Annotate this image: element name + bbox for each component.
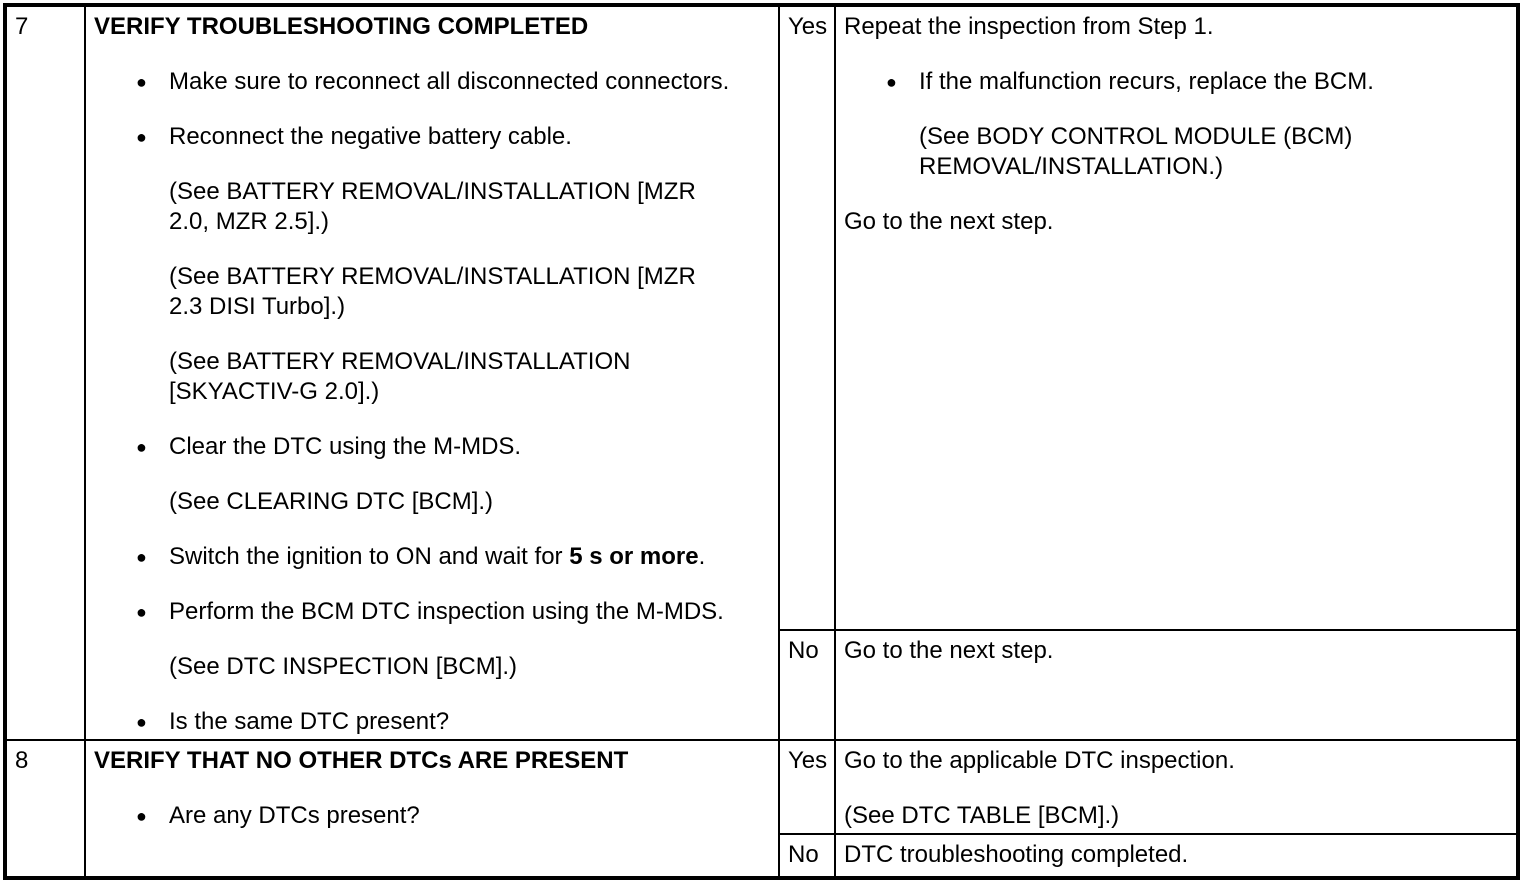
step-number-text: 7 [15, 13, 29, 40]
step8-no-action-cell: DTC troubleshooting completed. [834, 833, 1519, 879]
see-reference: (See BODY CONTROL MODULE (BCM) REMOVAL/I… [919, 123, 1353, 180]
no-label: No [788, 841, 819, 868]
procedure-item-text: Switch the ignition to ON and wait for [169, 543, 570, 570]
step-number-text: 8 [15, 747, 29, 774]
result-label-cell: No [778, 629, 836, 741]
table-row-step7-no: No Go to the next step. [5, 629, 1519, 741]
procedure-item: Perform the BCM DTC inspection using the… [136, 597, 770, 627]
step7-yes-action-cell: Repeat the inspection from Step 1. If th… [834, 4, 1519, 631]
see-reference: (See BATTERY REMOVAL/INSTALLATION [MZR 2… [169, 263, 696, 320]
procedure-item-bold: 5 s or more [569, 543, 699, 570]
procedure-item-suffix: . [698, 543, 706, 570]
see-reference: (See BATTERY REMOVAL/INSTALLATION [MZR 2… [169, 178, 696, 235]
see-reference: (See BATTERY REMOVAL/INSTALLATION [SKYAC… [169, 348, 631, 405]
see-reference: (See CLEARING DTC [BCM].) [169, 488, 494, 515]
procedure-item: Clear the DTC using the M-MDS. [136, 432, 770, 462]
see-reference: (See DTC INSPECTION [BCM].) [169, 653, 518, 680]
step7-no-action-cell: Go to the next step. [834, 629, 1519, 741]
step7-inspection-cell: VERIFY TROUBLESHOOTING COMPLETED Make su… [84, 4, 780, 741]
procedure-item: Switch the ignition to ON and wait for 5… [136, 542, 770, 572]
yes-label: Yes [788, 747, 828, 774]
troubleshooting-table: 7 VERIFY TROUBLESHOOTING COMPLETED Make … [3, 3, 1520, 880]
no-label: No [788, 637, 819, 664]
step-title: VERIFY THAT NO OTHER DTCs ARE PRESENT [94, 747, 629, 774]
see-reference: (See DTC TABLE [BCM].) [844, 802, 1120, 829]
table-row-step8-yes: 8 VERIFY THAT NO OTHER DTCs ARE PRESENT … [4, 739, 1519, 879]
step-number: 7 [4, 4, 86, 741]
procedure-item: Reconnect the negative battery cable. [136, 122, 770, 152]
step-title: VERIFY TROUBLESHOOTING COMPLETED [94, 13, 589, 40]
action-text: Go to the applicable DTC inspection. [844, 747, 1235, 774]
table-row-step7-yes: 7 VERIFY TROUBLESHOOTING COMPLETED Make … [4, 4, 1519, 741]
action-text: Go to the next step. [844, 637, 1054, 664]
procedure-item: Make sure to reconnect all disconnected … [136, 67, 770, 97]
table-row-step8-no: No DTC troubleshooting completed. [5, 833, 1519, 879]
yes-label: Yes [788, 13, 828, 40]
result-label-cell: Yes [778, 4, 836, 631]
step-number: 8 [4, 739, 86, 879]
procedure-question: Are any DTCs present? [136, 801, 770, 831]
action-bullet: If the malfunction recurs, replace the B… [886, 67, 1508, 97]
action-text: Repeat the inspection from Step 1. [844, 13, 1214, 40]
procedure-question: Is the same DTC present? [136, 707, 770, 737]
result-label-cell: Yes [778, 739, 836, 835]
action-text: Go to the next step. [844, 208, 1054, 235]
result-label-cell: No [778, 833, 836, 879]
step8-yes-action-cell: Go to the applicable DTC inspection. (Se… [834, 739, 1519, 835]
step8-inspection-cell: VERIFY THAT NO OTHER DTCs ARE PRESENT Ar… [84, 739, 780, 879]
action-text: DTC troubleshooting completed. [844, 841, 1189, 868]
